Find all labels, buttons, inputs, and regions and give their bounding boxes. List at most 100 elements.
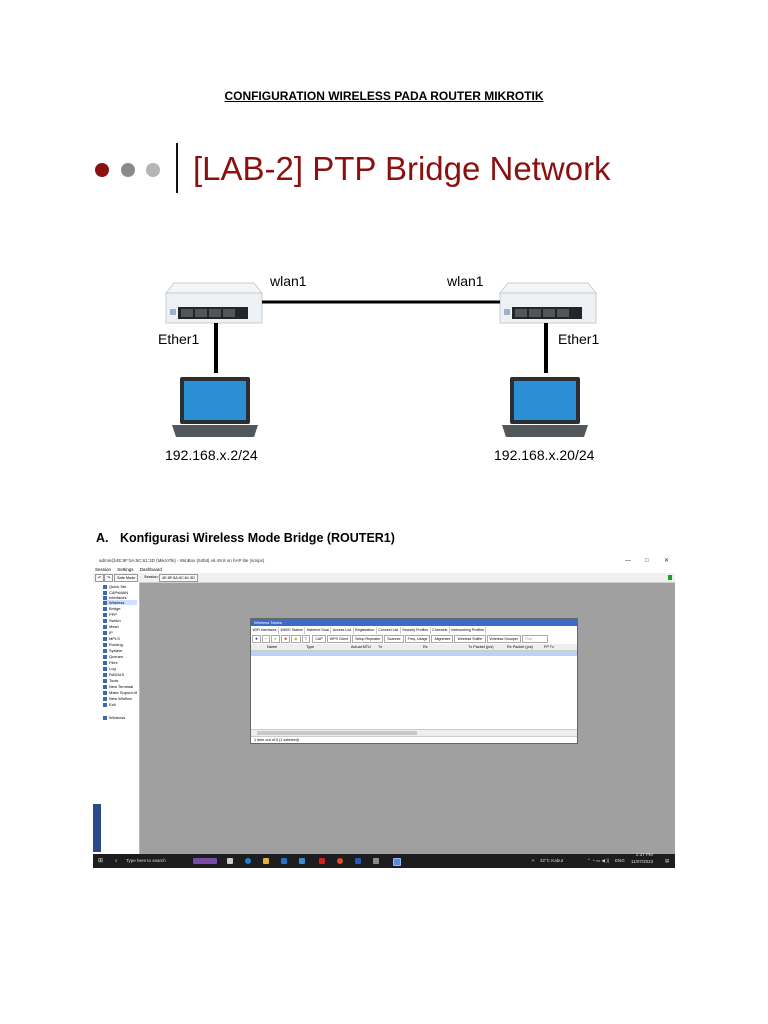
horizontal-scrollbar[interactable] [251, 729, 577, 736]
column-header[interactable]: FP Tx [544, 645, 554, 649]
scanner-button[interactable]: Scanner [384, 635, 404, 643]
maximize-icon[interactable]: □ [645, 558, 649, 564]
taskbar-search-icon[interactable]: ⌕ [115, 858, 118, 863]
menu-item-icon [103, 584, 107, 589]
tab[interactable]: Interworking Profiles [450, 627, 487, 634]
find-input[interactable]: Find [521, 635, 548, 643]
section-a-text: Konfigurasi Wireless Mode Bridge (ROUTER… [120, 531, 395, 545]
wireless-snooper-button[interactable]: Wireless Snooper [486, 635, 521, 643]
pdf-icon[interactable] [319, 858, 325, 864]
wps-client-button[interactable]: WPS Client [326, 635, 352, 643]
chrome-icon[interactable] [337, 858, 343, 864]
sidebar-item[interactable]: MPLS [103, 636, 120, 641]
system-tray-icons[interactable]: ⌃ ◔ ▭ ◀ )) [587, 858, 610, 863]
freq-usage-button[interactable]: Freq. Usage [404, 635, 431, 643]
column-header[interactable]: Tx [378, 645, 383, 649]
right-ip-label: 192.168.x.20/24 [494, 447, 595, 463]
mail-icon[interactable] [281, 858, 287, 864]
tab[interactable]: W60G Station [279, 627, 306, 634]
column-header[interactable]: Rx Packet (p/s) [507, 645, 533, 649]
task-view-icon[interactable] [227, 858, 233, 864]
sidebar-item[interactable]: Mesh [103, 624, 119, 629]
taskbar-time[interactable]: 2:37 PM [636, 852, 653, 857]
laptop-right-icon [502, 377, 588, 437]
sidebar-item[interactable]: Switch [103, 618, 121, 623]
sidebar-item[interactable]: Log [103, 666, 116, 671]
right-ether-label: Ether1 [558, 331, 600, 347]
left-wlan-label: wlan1 [270, 273, 307, 289]
word-icon[interactable] [355, 858, 361, 864]
notification-icon[interactable]: ▤ [665, 858, 670, 863]
table-row-selected[interactable] [251, 651, 577, 656]
sidebar-item[interactable]: IP [103, 630, 113, 635]
redo-icon[interactable]: ↷ [104, 574, 114, 582]
sidebar-item[interactable]: Routing [103, 642, 123, 647]
sidebar-item[interactable]: System [103, 648, 122, 653]
alignment-button[interactable]: Alignment [431, 635, 454, 643]
filter-icon[interactable]: ▽ [301, 635, 311, 643]
remove-icon[interactable]: − [262, 635, 271, 643]
sidebar-item[interactable]: Exit [103, 702, 116, 707]
sidebar-item[interactable]: PPP [103, 612, 117, 617]
tab[interactable]: WiFi Interfaces [251, 627, 279, 634]
add-icon[interactable]: ✚ [252, 635, 262, 643]
column-header[interactable]: Type [306, 645, 315, 649]
sidebar-item[interactable]: New WinBox [103, 696, 132, 701]
disable-icon[interactable]: ✖ [281, 635, 291, 643]
menu-item-icon [103, 600, 107, 605]
close-icon[interactable]: ✕ [664, 558, 670, 564]
windows-start-icon[interactable]: ⊞ [98, 858, 104, 864]
sidebar-item[interactable]: Queues [103, 654, 123, 659]
taskbar-date[interactable]: 11/07/2023 [631, 859, 654, 864]
sidebar-item[interactable]: RADIUS [103, 672, 124, 677]
tab[interactable]: Connect List [377, 627, 401, 634]
sidebar-item[interactable]: Interfaces [103, 595, 127, 600]
dialog-status-bar: 1 item out of 5 (1 selected) [251, 736, 577, 743]
store-icon[interactable] [299, 858, 305, 864]
comment-icon[interactable]: ▣ [291, 635, 301, 643]
edge-icon[interactable] [245, 858, 251, 864]
undo-icon[interactable]: ↶ [95, 574, 105, 582]
column-header[interactable]: Name [267, 645, 278, 649]
laptop-left-icon [172, 377, 258, 437]
sidebar-item[interactable]: Make Supout.rif [103, 690, 137, 695]
status-text: 1 item out of 5 (1 selected) [254, 738, 299, 742]
cap-button[interactable]: CAP [312, 635, 326, 643]
sidebar-item[interactable]: Bridge [103, 606, 121, 611]
setup-repeater-button[interactable]: Setup Repeater [352, 635, 384, 643]
language-indicator[interactable]: ENG [615, 858, 625, 863]
file-explorer-icon[interactable] [263, 858, 269, 864]
sidebar-item[interactable]: Tools [103, 678, 118, 683]
column-header[interactable]: Tx Packet (p/s) [468, 645, 494, 649]
tab[interactable]: Access List [331, 627, 354, 634]
winbox-icon[interactable] [393, 858, 401, 866]
sidebar-item[interactable]: Quick Set [103, 584, 126, 589]
menu-dashboard[interactable]: Dashboard [139, 567, 162, 572]
minimize-icon[interactable]: — [625, 558, 631, 564]
table-header: Name Type Actual MTU Tx Rx Tx Packet (p/… [251, 644, 577, 651]
menu-item-icon [103, 690, 107, 695]
menu-item-icon [103, 606, 107, 611]
menu-item-icon [103, 702, 107, 707]
sidebar-item-wireless[interactable]: Wireless [103, 600, 137, 605]
enable-icon[interactable]: ✔ [271, 635, 281, 643]
sidebar-item[interactable]: CAPsMAN [103, 590, 128, 595]
sidebar-item[interactable]: Files [103, 660, 117, 665]
column-header[interactable]: Actual MTU [351, 645, 371, 649]
sidebar-item[interactable]: Windows [103, 715, 125, 720]
tab[interactable]: Nstreme Dual [305, 627, 332, 634]
tab[interactable]: Security Profiles [401, 627, 431, 634]
menu-session[interactable]: Session [95, 567, 112, 572]
sidebar-item[interactable]: New Terminal [103, 684, 133, 689]
wireless-sniffer-button[interactable]: Wireless Sniffer [454, 635, 486, 643]
menu-item-icon [103, 684, 107, 689]
safe-mode-button[interactable]: Safe Mode [114, 574, 139, 582]
taskbar-search-input[interactable]: Type here to search [126, 858, 166, 863]
tab[interactable]: Registration [354, 627, 377, 634]
settings-gear-icon[interactable] [373, 858, 379, 864]
tab[interactable]: Channels [431, 627, 450, 634]
menu-settings[interactable]: Settings [117, 567, 134, 572]
column-header[interactable]: Rx [423, 645, 428, 649]
